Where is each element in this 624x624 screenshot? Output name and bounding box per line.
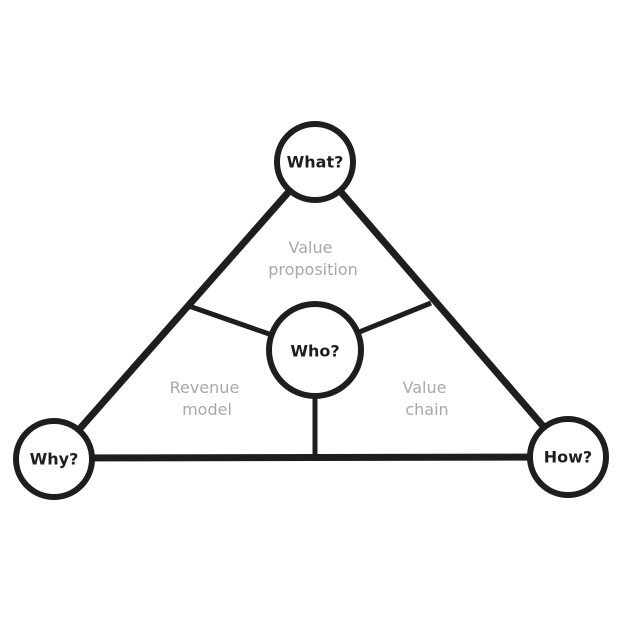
- node-who: Who?: [266, 301, 364, 399]
- edge-left: [51, 159, 318, 461]
- region-label-revenue-model: Revenue model: [170, 378, 245, 419]
- node-who-circle: [266, 301, 364, 399]
- node-how-label: How?: [544, 448, 592, 467]
- edge-base: [53, 453, 569, 462]
- node-what-circle: [274, 121, 356, 203]
- node-what-label: What?: [287, 153, 344, 172]
- region-label-value-chain: Value chain: [402, 378, 451, 419]
- region-label-value-proposition: Value proposition: [268, 238, 358, 279]
- node-how: How?: [527, 416, 609, 498]
- node-who-label: Who?: [290, 342, 339, 361]
- node-what: What?: [274, 121, 356, 203]
- node-how-circle: [527, 416, 609, 498]
- node-why-label: Why?: [30, 450, 79, 469]
- node-why-circle: [13, 418, 95, 500]
- node-why: Why?: [13, 418, 95, 500]
- edge-right: [312, 159, 571, 458]
